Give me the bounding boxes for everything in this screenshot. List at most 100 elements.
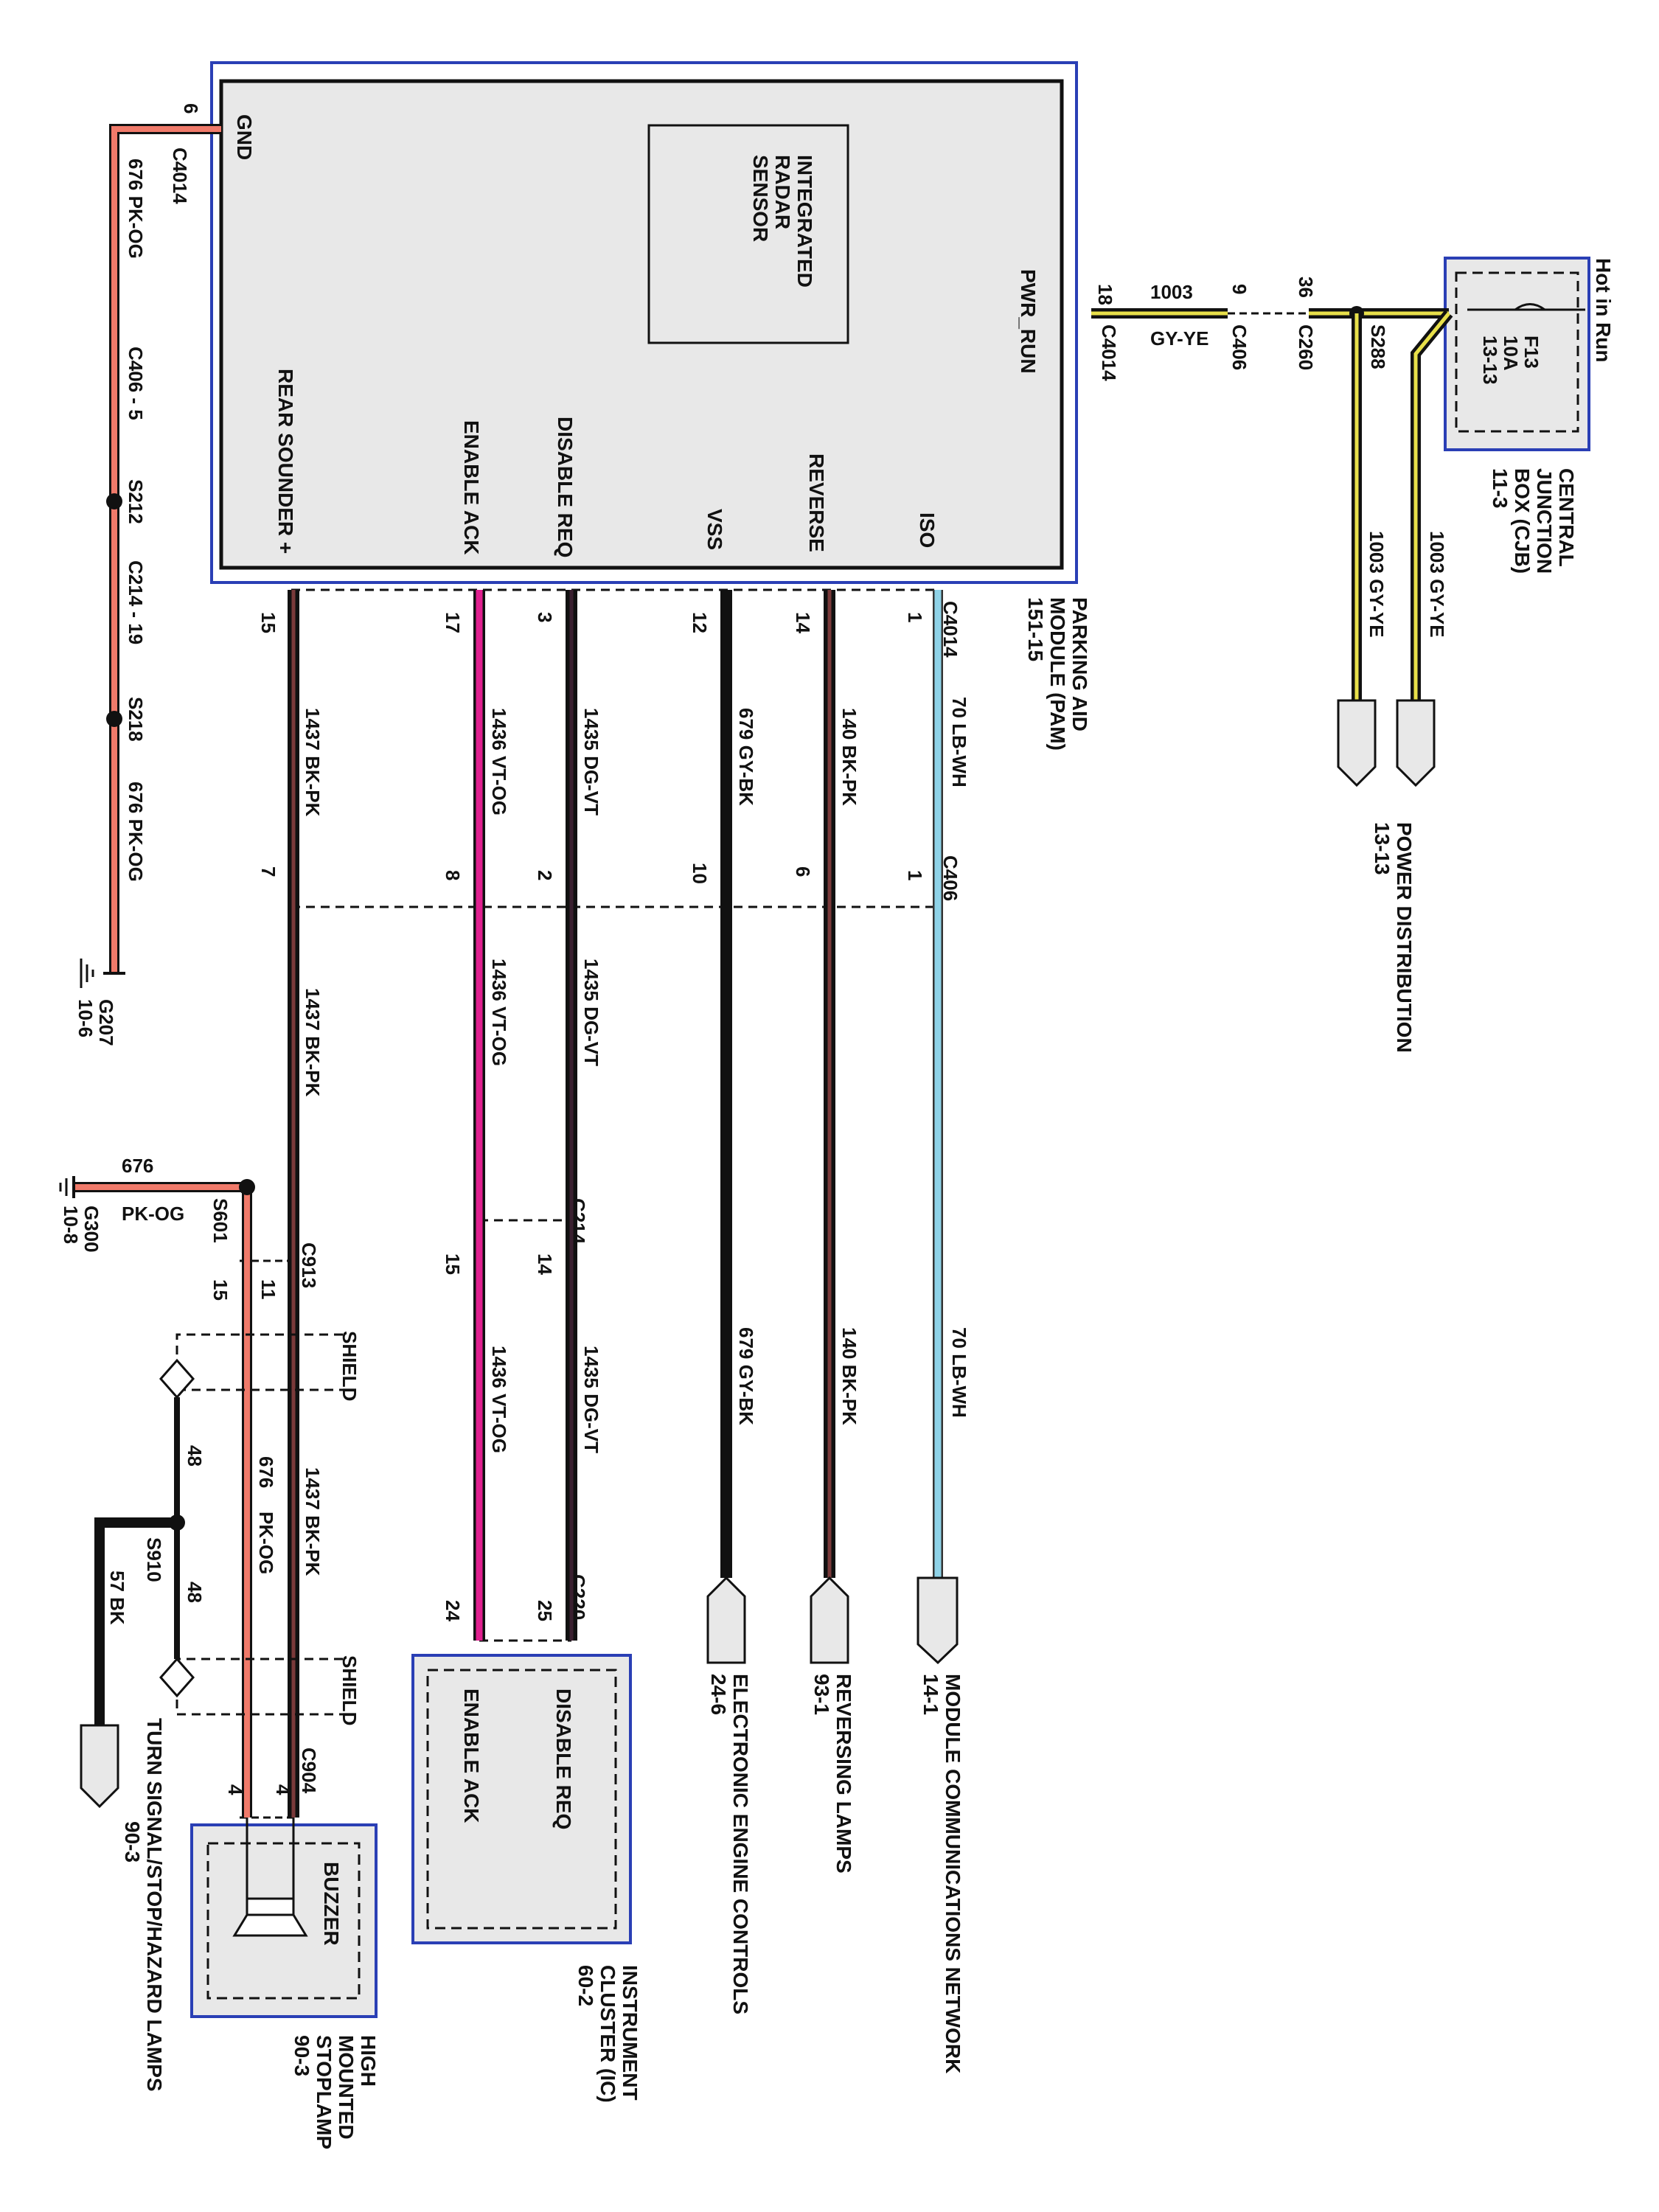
- shield-lower-diamond: [159, 1657, 195, 1698]
- gnd-g207-1: G207: [95, 999, 117, 1046]
- disable-pin-3: 3: [534, 612, 556, 622]
- cjb-title-3: BOX (CJB): [1511, 468, 1534, 574]
- gnd-s212: S212: [125, 479, 147, 524]
- shield-lower-label: SHIELD: [338, 1655, 361, 1725]
- disable-pin-14: 14: [534, 1253, 556, 1275]
- shield-wire-48-upper: 48: [184, 1445, 206, 1467]
- buzzer-speaker-icon: [232, 1897, 308, 1937]
- pam-output-iso: ISO: [916, 512, 939, 548]
- shield-wire-48-lower: 48: [184, 1582, 206, 1603]
- fuse-label-2: 10A: [1500, 335, 1522, 371]
- gnd-wire-2: 676 PK-OG: [125, 782, 147, 882]
- engine-label-2: 24-6: [707, 1674, 730, 1715]
- wire-676-gnd-stripe: [111, 126, 221, 973]
- g300-label-1: G300: [80, 1206, 102, 1253]
- pam-title-2: MODULE (PAM): [1046, 597, 1069, 751]
- hmsl-title-1: HIGH: [357, 2035, 380, 2087]
- pam-module-box: [219, 79, 1064, 570]
- s601-wire-pkog: PK-OG: [122, 1203, 184, 1225]
- ic-inner-dashed: [426, 1669, 617, 1930]
- rear-wire-label-3: 1437 BK-PK: [302, 1467, 324, 1576]
- reverse-pin-14: 14: [792, 612, 814, 633]
- enable-wire-label-3: 1436 VT-OG: [488, 1346, 510, 1453]
- pwr-color-gy-ye: GY-YE: [1150, 327, 1208, 349]
- pwr-c4014: C4014: [1098, 324, 1120, 381]
- ic-title-2: CLUSTER (IC): [597, 1965, 619, 2103]
- pwr-c406: C406: [1228, 324, 1251, 370]
- turn-signal-label-1: TURN SIGNAL/STOP/HAZARD LAMPS: [143, 1718, 166, 2092]
- enable-pin-15: 15: [442, 1253, 464, 1275]
- hmsl-title-3: STOPLAMP: [313, 2035, 335, 2149]
- pam-output-enable-ack: ENABLE ACK: [460, 420, 483, 555]
- vss-wire-label-2: 679 GY-BK: [735, 1327, 757, 1425]
- gnd-wire-1: 676 PK-OG: [125, 159, 147, 259]
- rear-wire-label-2: 1437 BK-PK: [302, 988, 324, 1097]
- pam-output-reverse: REVERSE: [805, 453, 828, 552]
- buzzer-label: BUZZER: [320, 1862, 343, 1946]
- shield-upper-diamond: [159, 1358, 195, 1399]
- turn-signal-label-2: 90-3: [121, 1821, 144, 1863]
- power-dist-terminal-2: [1396, 699, 1436, 787]
- cjb-title-1: CENTRAL: [1555, 468, 1578, 567]
- pam-outer-border: [210, 61, 1078, 584]
- hmsl-title-2: MOUNTED: [335, 2035, 358, 2140]
- pwr-pin-9: 9: [1228, 284, 1251, 294]
- pam-output-disable-req: DISABLE REQ: [554, 417, 577, 557]
- ground-g300-icon: [59, 1176, 75, 1198]
- radar-label-3: SENSOR: [749, 155, 772, 242]
- wire-57-label: 57 BK: [106, 1571, 128, 1625]
- pwr-wire-1003-label-1: 1003 GY-YE: [1366, 531, 1388, 638]
- conn-c913-label: C913: [298, 1242, 320, 1288]
- ground-g207-icon: [80, 959, 125, 988]
- pam-output-vss: VSS: [703, 509, 726, 550]
- vss-pin-10: 10: [689, 863, 711, 884]
- pwr-pin-36: 36: [1295, 276, 1317, 298]
- engine-label-1: ELECTRONIC ENGINE CONTROLS: [729, 1674, 752, 2014]
- gnd-s218: S218: [125, 697, 147, 742]
- pam-title-3: 151-15: [1024, 597, 1047, 661]
- s601-label: S601: [209, 1198, 232, 1243]
- radar-label-2: RADAR: [771, 155, 794, 229]
- shield-upper-dashed: [175, 1333, 343, 1391]
- s601-wire-676: 676: [122, 1155, 153, 1177]
- gnd-c4014: C4014: [169, 147, 191, 204]
- shield-lower-dashed: [175, 1658, 343, 1716]
- pwr-c260: C260: [1295, 324, 1317, 370]
- power-dist-terminal-1: [1337, 699, 1377, 787]
- g300-label-2: 10-8: [60, 1206, 82, 1244]
- fuse-label-3: 13-13: [1479, 335, 1501, 385]
- gnd-c406: C406 - 5: [125, 347, 147, 420]
- gnd-pin-6: 6: [180, 103, 202, 114]
- cjb-hot-in-run: Hot in Run: [1592, 258, 1615, 363]
- pam-gnd-label: GND: [233, 114, 256, 160]
- reverse-wire-label-1: 140 BK-PK: [838, 708, 860, 806]
- ic-title-1: INSTRUMENT: [619, 1965, 641, 2101]
- iso-wire-label-1: 70 LB-WH: [948, 697, 970, 787]
- module-comm-terminal: [917, 1576, 959, 1665]
- hmsl-wire-pkog: PK-OG: [255, 1512, 277, 1574]
- power-dist-label-2: 13-13: [1371, 822, 1394, 875]
- gnd-g207-2: 10-6: [74, 999, 97, 1037]
- disable-pin-25: 25: [534, 1600, 556, 1621]
- rear-pin-4: 4: [272, 1784, 294, 1795]
- hmsl-inner-dashed: [206, 1842, 361, 2000]
- power-dist-label-1: POWER DISTRIBUTION: [1393, 822, 1416, 1053]
- disable-pin-2: 2: [534, 870, 556, 880]
- reverse-wire-label-2: 140 BK-PK: [838, 1327, 860, 1425]
- cjb-title-4: 11-3: [1489, 468, 1512, 509]
- ic-box: [411, 1654, 632, 1944]
- enable-pin-24: 24: [442, 1600, 464, 1621]
- rear-pin-11: 11: [257, 1279, 279, 1300]
- fuse-label-1: F13: [1520, 335, 1543, 369]
- pwr-wire-1003-label-2: 1003 GY-YE: [1426, 531, 1448, 638]
- cjb-title-2: JUNCTION: [1533, 468, 1556, 574]
- pwr-pin-18: 18: [1094, 284, 1116, 305]
- reverse-pin-6: 6: [792, 866, 814, 877]
- cjb-box: [1444, 257, 1590, 451]
- rear-wire-label-1: 1437 BK-PK: [302, 708, 324, 817]
- ic-enable-ack: ENABLE ACK: [460, 1688, 483, 1823]
- hmsl-wire-676: 676: [255, 1456, 277, 1488]
- wire-1003-down-2-stripe: [1413, 312, 1450, 700]
- splice-s601: [239, 1179, 255, 1195]
